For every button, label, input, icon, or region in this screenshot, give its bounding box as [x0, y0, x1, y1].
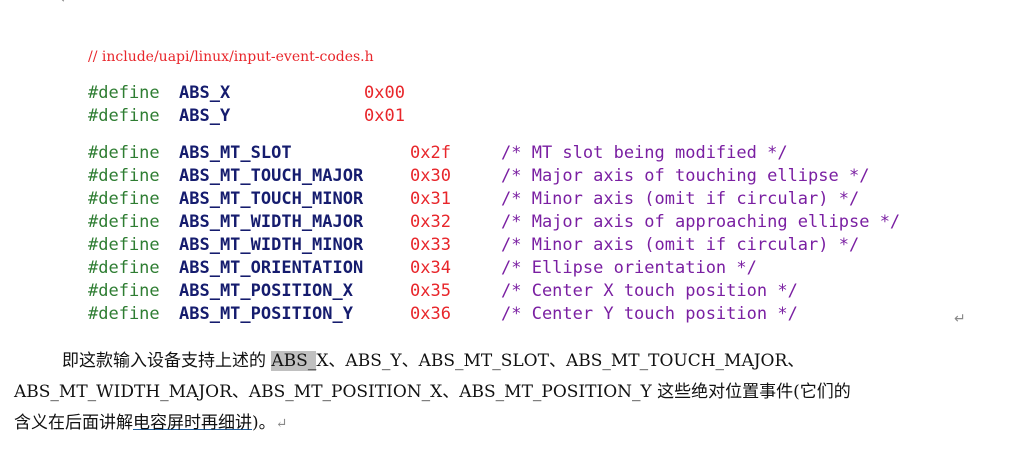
define-name: ABS_MT_TOUCH_MINOR: [179, 189, 364, 209]
define-comment: /* Ellipse orientation */: [501, 258, 757, 278]
define-keyword: #define: [88, 83, 160, 103]
define-value: 0x34: [410, 258, 451, 278]
define-name: ABS_MT_POSITION_Y: [179, 304, 353, 324]
paragraph-line-2: ABS_MT_WIDTH_MAJOR、ABS_MT_POSITION_X、ABS…: [14, 382, 851, 402]
highlighted-text: ABS_: [271, 351, 317, 371]
define-keyword: #define: [88, 281, 160, 301]
paragraph-line-1: 即这款输入设备支持上述的 ABS_X、ABS_Y、ABS_MT_SLOT、ABS…: [14, 346, 1014, 377]
define-comment: /* Minor axis (omit if circular) */: [501, 235, 860, 255]
define-value: 0x33: [410, 235, 451, 255]
text-run: X、ABS_Y、ABS_MT_SLOT、ABS_MT_TOUCH_MAJOR、: [316, 351, 805, 371]
header-path-comment: // include/uapi/linux/input-event-codes.…: [88, 49, 374, 65]
text-run: 含义在后面讲解: [14, 413, 133, 433]
body-paragraph: 即这款输入设备支持上述的 ABS_X、ABS_Y、ABS_MT_SLOT、ABS…: [14, 346, 1014, 440]
define-comment: /* Center X touch position */: [501, 281, 798, 301]
define-value: 0x30: [410, 166, 451, 186]
paragraph-mark-icon: ↵: [60, 0, 72, 7]
define-keyword: #define: [88, 143, 160, 163]
define-comment: /* Minor axis (omit if circular) */: [501, 189, 860, 209]
define-keyword: #define: [88, 258, 160, 278]
text-run: 即这款输入设备支持上述的: [62, 351, 272, 371]
paragraph-line-3: 含义在后面讲解电容屏时再细讲)。↵: [14, 408, 1014, 440]
define-name: ABS_MT_WIDTH_MAJOR: [179, 212, 364, 232]
define-name: ABS_X: [179, 83, 231, 103]
define-name: ABS_Y: [179, 106, 231, 126]
define-keyword: #define: [88, 189, 160, 209]
define-name: ABS_MT_POSITION_X: [179, 281, 353, 301]
define-value: 0x36: [410, 304, 451, 324]
paragraph-mark-icon: ↵: [954, 311, 966, 327]
define-value: 0x31: [410, 189, 451, 209]
define-value: 0x00: [364, 83, 405, 103]
define-keyword: #define: [88, 106, 160, 126]
define-value: 0x2f: [410, 143, 451, 163]
define-comment: /* Center Y touch position */: [501, 304, 798, 324]
text-run: )。: [252, 413, 276, 433]
paragraph-mark-icon: ↵: [275, 416, 288, 432]
define-name: ABS_MT_SLOT: [179, 143, 292, 163]
define-comment: /* Major axis of approaching ellipse */: [501, 212, 901, 232]
define-keyword: #define: [88, 304, 160, 324]
define-name: ABS_MT_WIDTH_MINOR: [179, 235, 364, 255]
define-value: 0x35: [410, 281, 451, 301]
define-value: 0x32: [410, 212, 451, 232]
define-keyword: #define: [88, 235, 160, 255]
define-comment: /* MT slot being modified */: [501, 143, 788, 163]
define-name: ABS_MT_TOUCH_MAJOR: [179, 166, 364, 186]
define-value: 0x01: [364, 106, 405, 126]
underlined-text: 电容屏时再细讲: [133, 413, 252, 433]
define-keyword: #define: [88, 212, 160, 232]
define-comment: /* Major axis of touching ellipse */: [501, 166, 870, 186]
define-keyword: #define: [88, 166, 160, 186]
define-name: ABS_MT_ORIENTATION: [179, 258, 364, 278]
